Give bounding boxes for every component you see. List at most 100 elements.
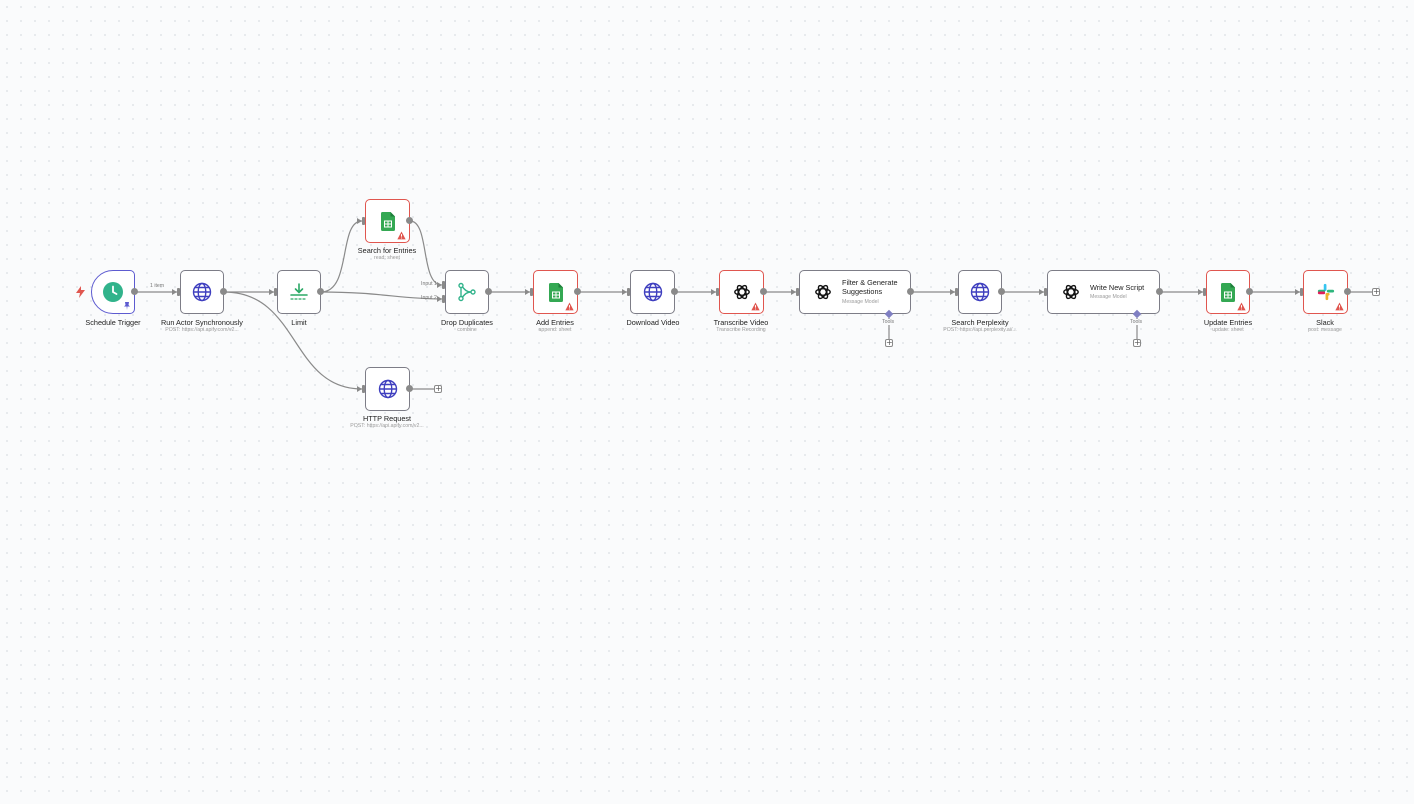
node-search-entries[interactable] [365, 199, 410, 243]
input-handle[interactable] [530, 288, 533, 296]
globe-icon [643, 282, 662, 302]
node-label: HTTP Request [362, 414, 412, 423]
node-subtitle: post: message [1308, 327, 1342, 333]
node-subtitle: append: sheet [538, 327, 572, 333]
output-handle[interactable] [406, 217, 413, 224]
node-label: Slack [1316, 318, 1334, 327]
node-label: Search for Entries [357, 246, 417, 255]
node-filter-generate[interactable]: Filter & Generate Suggestions Message Mo… [799, 270, 911, 314]
globe-icon [378, 379, 397, 399]
edge-limit-drop [320, 291, 443, 300]
openai-icon [733, 284, 750, 300]
globe-icon [192, 282, 212, 302]
node-slack[interactable] [1303, 270, 1348, 314]
node-subtitle: read: sheet [374, 255, 400, 261]
openai-icon [815, 284, 831, 300]
add-tool-button[interactable]: + [885, 338, 893, 347]
node-write-script[interactable]: Write New Script Message Model [1047, 270, 1160, 314]
node-run-actor[interactable] [180, 270, 224, 314]
add-tool-button[interactable]: + [1133, 338, 1141, 347]
node-subtitle: POST: https://api.perplexity.ai/... [943, 327, 1017, 333]
output-handle[interactable] [485, 288, 492, 295]
input-handle[interactable] [796, 288, 799, 296]
node-title: Filter & Generate Suggestions [842, 278, 898, 296]
input-handle[interactable] [442, 295, 445, 303]
edge-actor-http [223, 291, 363, 390]
warning-icon [397, 231, 406, 240]
output-handle[interactable] [760, 288, 767, 295]
output-handle[interactable] [1344, 288, 1351, 295]
node-label: Drop Duplicates [441, 318, 493, 327]
node-http-request[interactable] [365, 367, 410, 411]
add-node-button[interactable]: + [1372, 287, 1380, 296]
node-drop-duplicates[interactable] [445, 270, 489, 314]
warning-icon [1237, 302, 1246, 311]
output-handle[interactable] [1156, 288, 1163, 295]
warning-icon [1335, 302, 1344, 311]
google-sheets-icon [380, 211, 395, 231]
output-handle[interactable] [406, 385, 413, 392]
node-label: Run Actor Synchronously [161, 318, 243, 327]
output-handle[interactable] [907, 288, 914, 295]
google-sheets-icon [548, 282, 563, 302]
node-transcribe-video[interactable] [719, 270, 764, 314]
node-subtitle: POST: https://api.apify.com/v2... [165, 327, 239, 333]
slack-icon [1317, 283, 1334, 301]
node-label: Download Video [626, 318, 680, 327]
node-label: Add Entries [536, 318, 574, 327]
tools-label: Tools [1130, 319, 1143, 325]
output-handle[interactable] [998, 288, 1005, 295]
output-handle[interactable] [671, 288, 678, 295]
input-handle[interactable] [274, 288, 277, 296]
limit-icon [290, 283, 308, 300]
node-add-entries[interactable] [533, 270, 578, 314]
output-handle[interactable] [220, 288, 227, 295]
edge-item-count: 1 item [150, 283, 165, 289]
add-node-button[interactable]: + [434, 384, 442, 393]
output-handle[interactable] [131, 288, 138, 295]
output-handle[interactable] [1246, 288, 1253, 295]
node-schedule-trigger[interactable] [91, 270, 135, 314]
node-update-entries[interactable] [1206, 270, 1250, 314]
warning-icon [751, 302, 760, 311]
google-sheets-icon [1221, 282, 1235, 302]
clock-icon [103, 282, 123, 302]
node-label: Update Entries [1203, 318, 1253, 327]
input-handle[interactable] [1044, 288, 1047, 296]
node-download-video[interactable] [630, 270, 675, 314]
output-handle[interactable] [574, 288, 581, 295]
node-subtitle: Message Model [842, 298, 879, 305]
node-title: Write New Script [1090, 282, 1145, 292]
input-handle[interactable] [177, 288, 180, 296]
node-label: Search Perplexity [951, 318, 1009, 327]
lightning-icon [76, 286, 85, 298]
input-handle[interactable] [716, 288, 719, 296]
node-limit[interactable] [277, 270, 321, 314]
input-handle[interactable] [442, 281, 445, 289]
node-label: Schedule Trigger [85, 318, 141, 327]
openai-icon [1063, 284, 1079, 300]
node-subtitle: Transcribe Recording [716, 327, 766, 333]
node-subtitle: combine [457, 327, 477, 333]
node-search-perplexity[interactable] [958, 270, 1002, 314]
input-handle[interactable] [1203, 288, 1206, 296]
node-subtitle: POST: https://api.apify.com/v2... [350, 423, 424, 429]
edge-limit-search [320, 220, 363, 293]
edge-search-drop [409, 220, 443, 286]
input-2-label: Input 2 [421, 295, 437, 301]
globe-icon [970, 282, 990, 302]
output-handle[interactable] [317, 288, 324, 295]
tools-label: Tools [882, 319, 895, 325]
node-label: Transcribe Video [713, 318, 769, 327]
pin-icon [124, 302, 130, 310]
input-handle[interactable] [627, 288, 630, 296]
input-handle[interactable] [1300, 288, 1303, 296]
node-label: Limit [291, 318, 307, 327]
node-subtitle: update: sheet [1212, 327, 1244, 333]
input-1-label: Input 1 [421, 281, 437, 287]
input-handle[interactable] [362, 217, 365, 225]
input-handle[interactable] [362, 385, 365, 393]
input-handle[interactable] [955, 288, 958, 296]
